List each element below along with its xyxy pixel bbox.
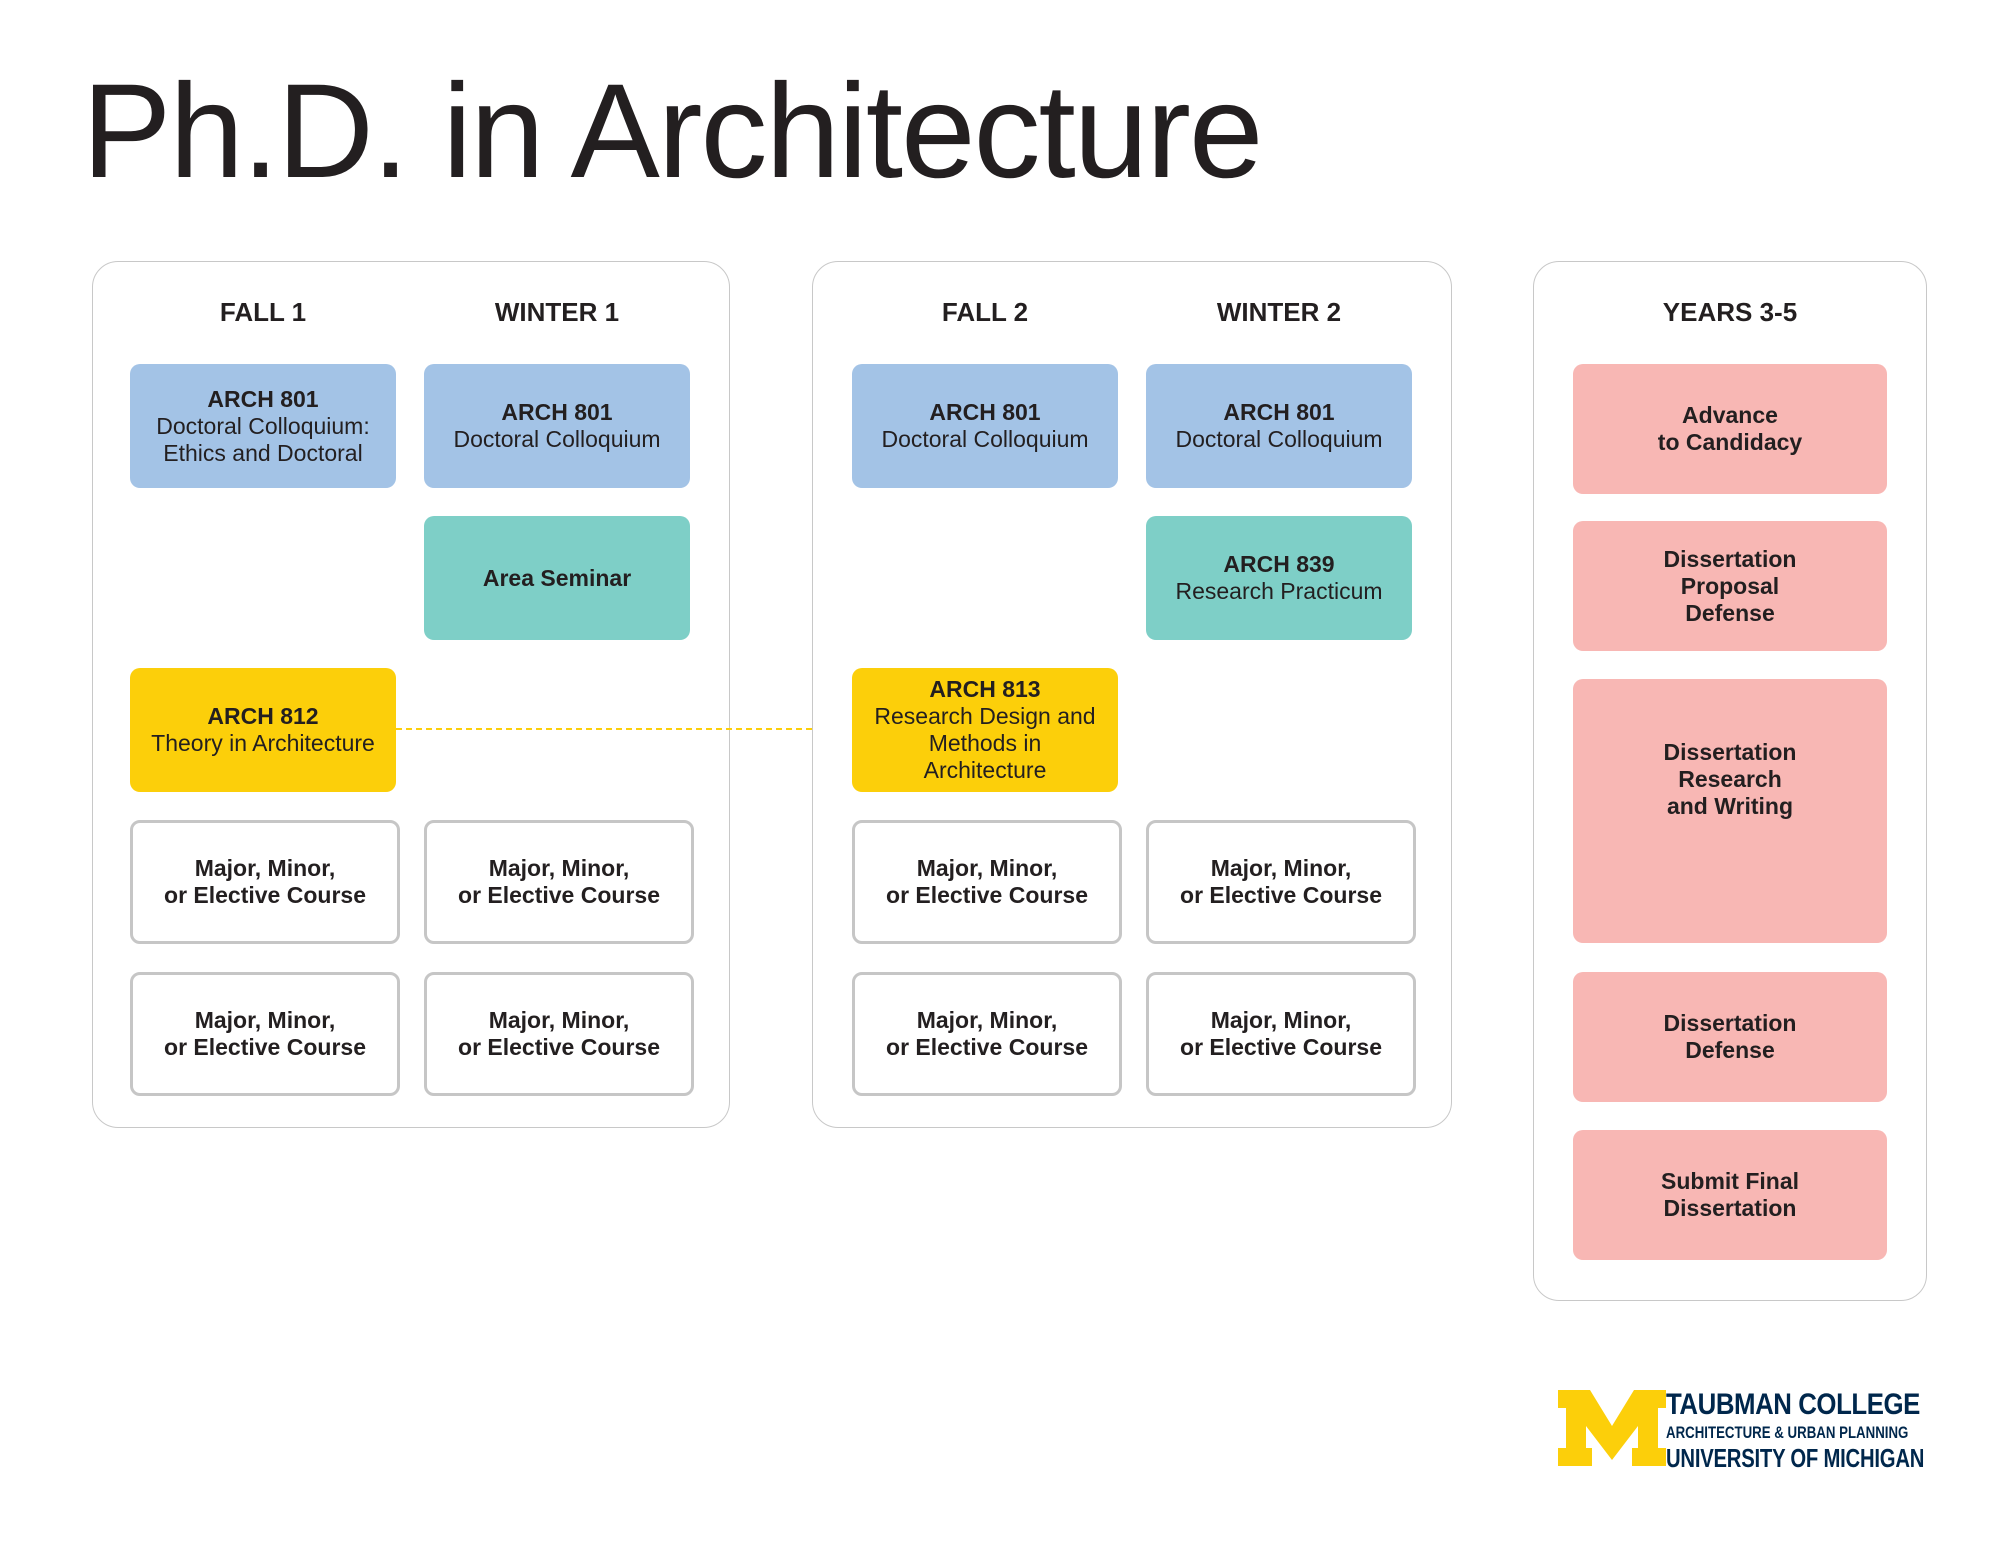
course-code: ARCH 801 — [207, 385, 319, 412]
milestone-label: Advance to Candidacy — [1657, 402, 1803, 455]
milestone-proposal-defense: Dissertation Proposal Defense — [1573, 521, 1887, 651]
milestone-label: Dissertation Defense — [1663, 1010, 1797, 1063]
winter1-colloquium-course: ARCH 801 Doctoral Colloquium — [424, 364, 690, 488]
winter1-elective-2: Major, Minor, or Elective Course — [424, 972, 694, 1096]
logo-line-department: ARCHITECTURE & URBAN PLANNING — [1666, 1423, 1909, 1442]
course-code: ARCH 813 — [929, 676, 1041, 702]
milestone-submit-final: Submit Final Dissertation — [1573, 1130, 1887, 1260]
course-name: Doctoral Colloquium: Ethics and Doctoral — [156, 412, 370, 466]
fall2-elective-1: Major, Minor, or Elective Course — [852, 820, 1122, 944]
fall1-elective-2: Major, Minor, or Elective Course — [130, 972, 400, 1096]
elective-label: Major, Minor, or Elective Course — [164, 855, 366, 908]
elective-label: Major, Minor, or Elective Course — [1180, 1007, 1382, 1060]
milestone-candidacy: Advance to Candidacy — [1573, 364, 1887, 494]
course-code: ARCH 801 — [501, 399, 613, 425]
course-label: Area Seminar — [482, 564, 632, 591]
theory-methods-connector — [396, 728, 852, 730]
winter2-header: WINTER 2 — [1216, 297, 1342, 327]
winter1-elective-1: Major, Minor, or Elective Course — [424, 820, 694, 944]
course-name: Doctoral Colloquium — [453, 426, 661, 452]
years35-header: YEARS 3-5 — [1662, 297, 1798, 327]
course-code: ARCH 801 — [929, 399, 1041, 425]
fall2-methods-course: ARCH 813 Research Design and Methods in … — [852, 668, 1118, 792]
winter1-area-seminar: Area Seminar — [424, 516, 690, 640]
winter2-elective-1: Major, Minor, or Elective Course — [1146, 820, 1416, 944]
winter2-colloquium-course: ARCH 801 Doctoral Colloquium — [1146, 364, 1412, 488]
fall2-elective-2: Major, Minor, or Elective Course — [852, 972, 1122, 1096]
logo-line-university: UNIVERSITY OF MICHIGAN — [1666, 1443, 1925, 1473]
course-code: ARCH 801 — [1223, 399, 1335, 425]
fall1-colloquium-course: ARCH 801 Doctoral Colloquium: Ethics and… — [130, 364, 396, 488]
elective-label: Major, Minor, or Elective Course — [886, 855, 1088, 908]
milestone-label: Submit Final Dissertation — [1661, 1168, 1799, 1221]
elective-label: Major, Minor, or Elective Course — [164, 1007, 366, 1060]
page-title: Ph.D. in Architecture — [82, 57, 1263, 206]
winter1-header: WINTER 1 — [494, 297, 620, 327]
elective-label: Major, Minor, or Elective Course — [458, 1007, 660, 1060]
milestone-label: Dissertation Research and Writing — [1663, 738, 1797, 819]
elective-label: Major, Minor, or Elective Course — [458, 855, 660, 908]
course-name: Doctoral Colloquium — [1175, 426, 1383, 452]
fall2-colloquium-course: ARCH 801 Doctoral Colloquium — [852, 364, 1118, 488]
milestone-research-writing: Dissertation Research and Writing — [1573, 679, 1887, 943]
fall1-header: FALL 1 — [219, 297, 307, 327]
milestone-label: Dissertation Proposal Defense — [1663, 545, 1797, 626]
course-name: Theory in Architecture — [151, 730, 375, 756]
elective-label: Major, Minor, or Elective Course — [886, 1007, 1088, 1060]
course-code: ARCH 839 — [1223, 551, 1335, 577]
fall2-header: FALL 2 — [941, 297, 1029, 327]
milestone-dissertation-defense: Dissertation Defense — [1573, 972, 1887, 1102]
winter2-practicum-course: ARCH 839 Research Practicum — [1146, 516, 1412, 640]
course-name: Research Practicum — [1175, 578, 1383, 604]
fall1-theory-course: ARCH 812 Theory in Architecture — [130, 668, 396, 792]
course-code: ARCH 812 — [207, 703, 319, 729]
course-name: Research Design and Methods in Architect… — [874, 703, 1096, 783]
michigan-block-m-logo — [1558, 1390, 1666, 1466]
fall1-elective-1: Major, Minor, or Elective Course — [130, 820, 400, 944]
winter2-elective-2: Major, Minor, or Elective Course — [1146, 972, 1416, 1096]
elective-label: Major, Minor, or Elective Course — [1180, 855, 1382, 908]
logo-line-college: TAUBMAN COLLEGE — [1666, 1388, 1920, 1421]
course-name: Doctoral Colloquium — [881, 426, 1089, 452]
